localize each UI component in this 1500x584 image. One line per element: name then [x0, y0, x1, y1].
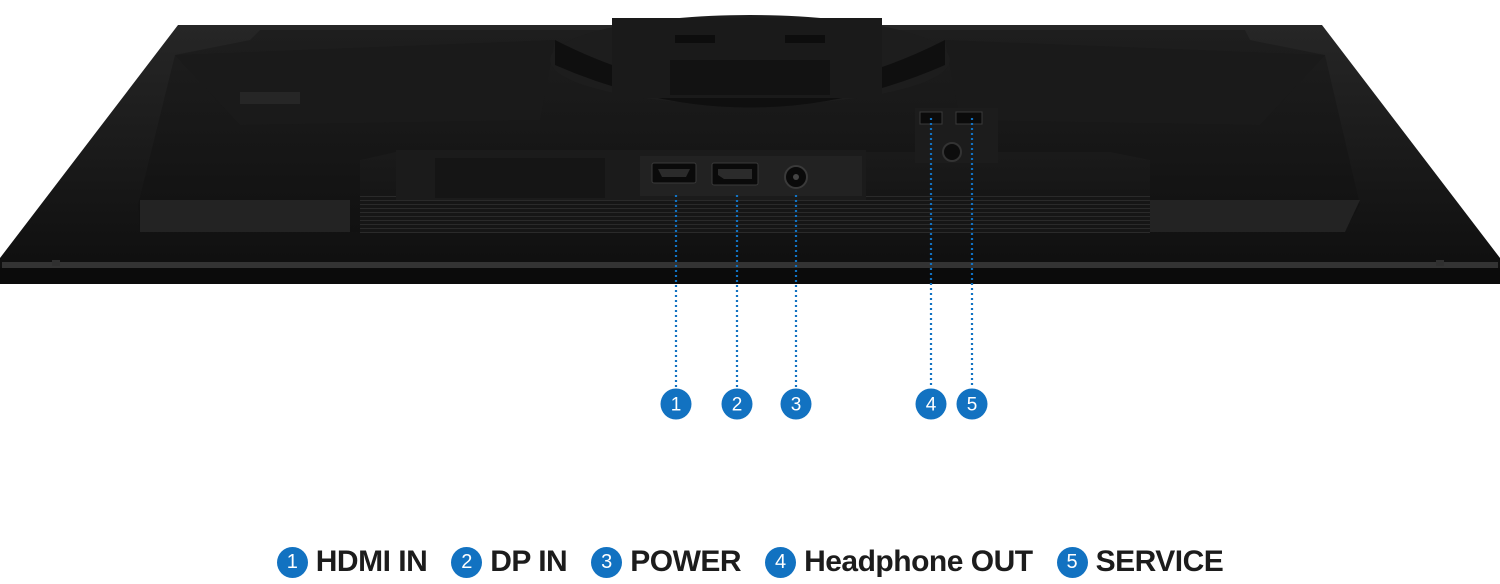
port-legend: 1 HDMI IN 2 DP IN 3 POWER 4 Headphone OU… — [0, 540, 1500, 584]
legend-item-hdmi-in: 1 HDMI IN — [276, 545, 428, 579]
vent-grille — [360, 195, 1150, 233]
legend-item-service: 5 SERVICE — [1056, 545, 1224, 579]
stand-base — [550, 15, 950, 108]
callout-5: 5 — [956, 388, 988, 420]
power-jack-icon — [784, 165, 808, 189]
legend-badge-3: 3 — [591, 546, 623, 578]
callout-3-label: 3 — [791, 395, 802, 416]
legend-label-power: POWER — [630, 545, 742, 578]
callout-3: 3 — [780, 388, 812, 420]
legend-item-headphone-out: 4 Headphone OUT — [765, 545, 1033, 579]
side-port-module — [915, 108, 998, 163]
legend-badge-4: 4 — [765, 546, 797, 578]
callout-4-label: 4 — [926, 395, 937, 416]
callout-2: 2 — [721, 388, 753, 420]
legend-item-dp-in: 2 DP IN — [451, 545, 568, 579]
legend-badge-5: 5 — [1056, 546, 1088, 578]
hdmi-port-icon — [651, 162, 697, 184]
callout-5-label: 5 — [967, 395, 978, 416]
legend-label-headphone-out: Headphone OUT — [804, 545, 1033, 578]
callout-2-label: 2 — [732, 395, 743, 416]
legend-label-hdmi-in: HDMI IN — [315, 545, 428, 578]
legend-item-power: 3 POWER — [591, 545, 742, 579]
callout-1: 1 — [660, 388, 692, 420]
legend-badge-2: 2 — [451, 546, 483, 578]
legend-badge-1: 1 — [276, 546, 308, 578]
legend-label-service: SERVICE — [1095, 545, 1224, 578]
leader-lines — [674, 118, 974, 388]
callout-1-label: 1 — [671, 395, 682, 416]
displayport-icon — [711, 162, 759, 186]
callout-4: 4 — [915, 388, 947, 420]
legend-label-dp-in: DP IN — [490, 545, 568, 578]
rear-panel — [138, 30, 1360, 232]
